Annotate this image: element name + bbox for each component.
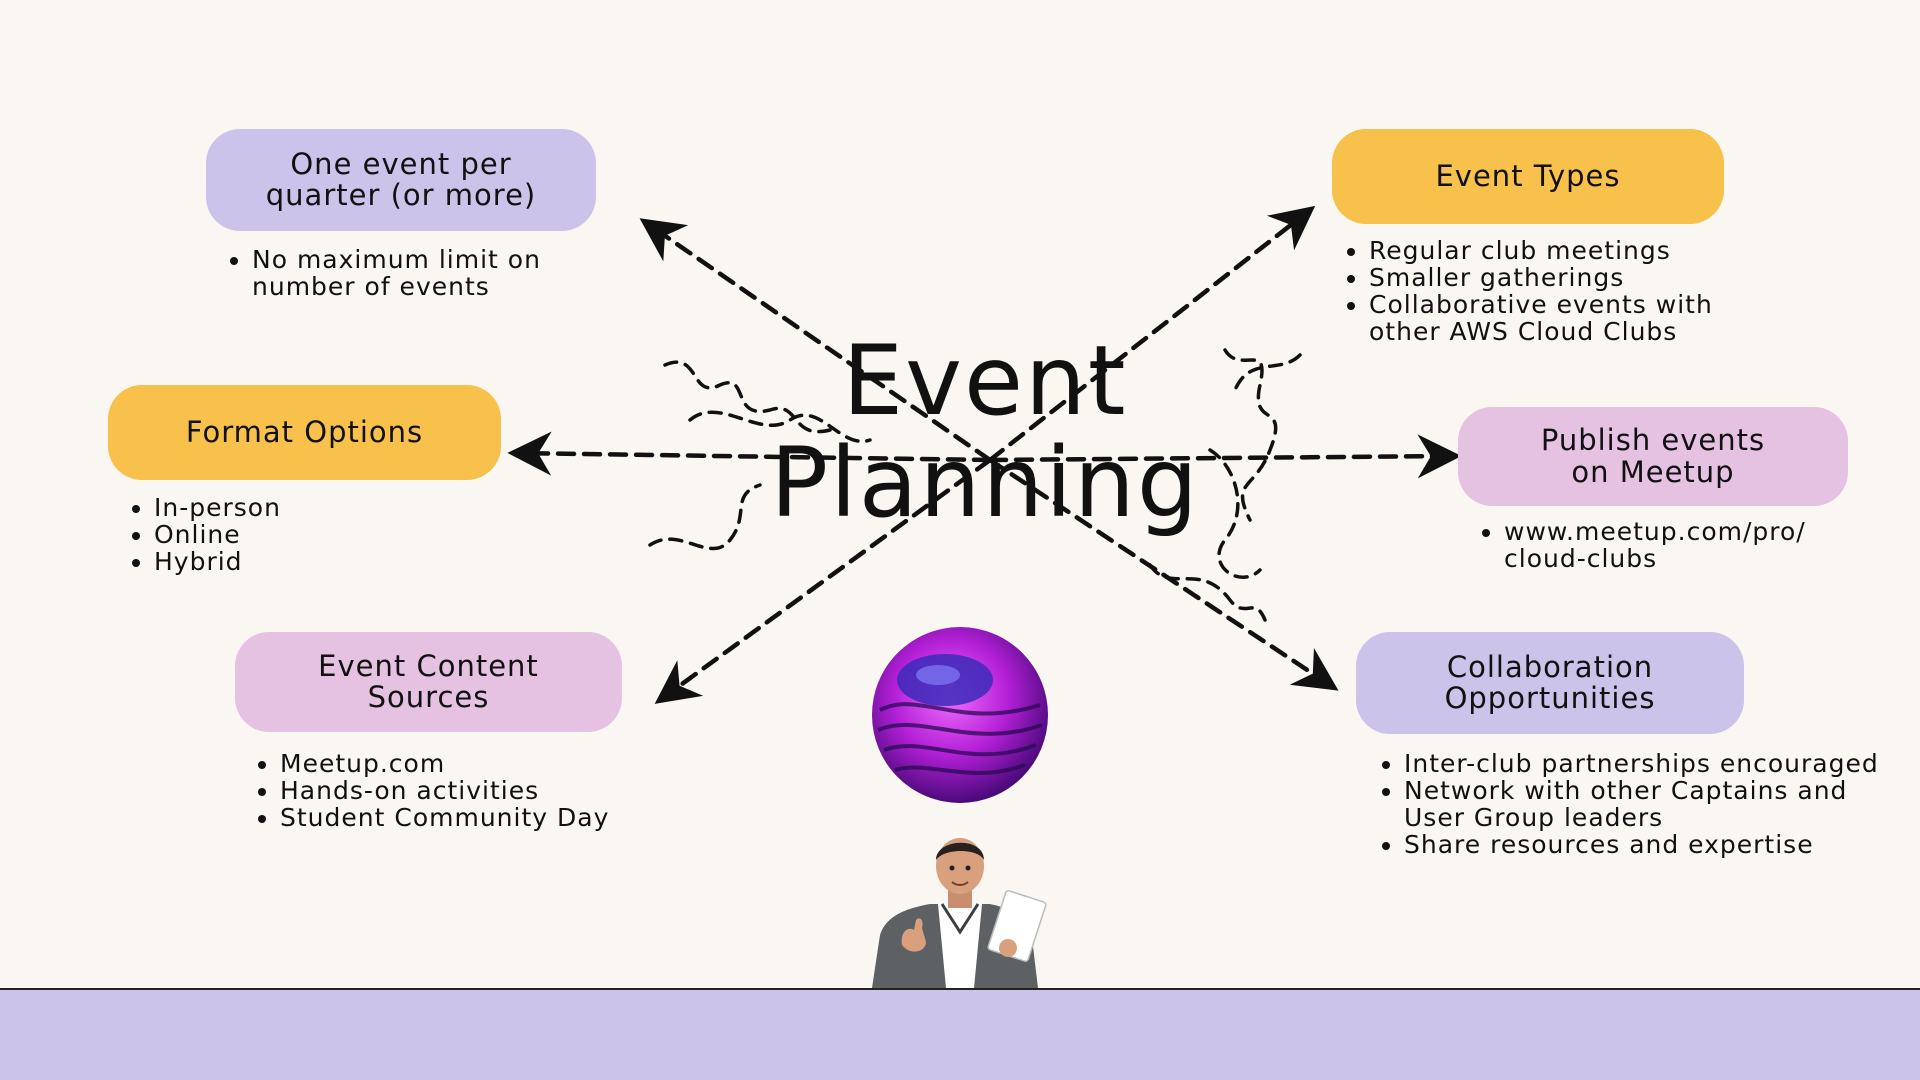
floor-band	[0, 990, 1920, 1080]
list-item: No maximum limit on number of events	[252, 246, 541, 300]
list-item: Smaller gatherings	[1369, 264, 1713, 291]
list-item: Inter-club partnerships encouraged	[1404, 750, 1879, 777]
central-title: Event Planning	[770, 325, 1200, 539]
event-types-bullets: Regular club meetings Smaller gatherings…	[1343, 237, 1713, 345]
list-item: Network with other Captains and User Gro…	[1404, 777, 1879, 831]
floor-line	[0, 988, 1920, 990]
node-content-sources-label: Event Content Sources	[318, 648, 539, 714]
arrow-to-publish	[987, 434, 1462, 479]
arrow-to-content-sources	[654, 457, 993, 704]
scribble-decoration	[648, 348, 1302, 622]
frequency-bullets: No maximum limit on number of events	[226, 246, 541, 300]
list-item: Online	[154, 521, 281, 548]
arrow-to-frequency	[639, 218, 993, 463]
node-event-types-label: Event Types	[1435, 158, 1621, 193]
list-item: Student Community Day	[280, 804, 609, 831]
node-publish-label: Publish events on Meetup	[1540, 423, 1766, 489]
node-content-sources: Event Content Sources	[235, 632, 622, 732]
node-collaboration: Collaboration Opportunities	[1356, 632, 1744, 734]
node-format-options: Format Options	[108, 385, 501, 480]
node-frequency: One event per quarter (or more)	[206, 129, 596, 231]
format-options-bullets: In-person Online Hybrid	[128, 494, 281, 575]
list-item: Share resources and expertise	[1404, 831, 1879, 858]
arrow-to-format-options	[507, 431, 993, 476]
list-item: Regular club meetings	[1369, 237, 1713, 264]
arrow-to-collaboration	[987, 457, 1339, 691]
list-item: Hybrid	[154, 548, 281, 575]
list-item: In-person	[154, 494, 281, 521]
sphere-illustration	[872, 627, 1048, 803]
collaboration-bullets: Inter-club partnerships encouraged Netwo…	[1378, 750, 1879, 858]
presenter-illustration	[872, 838, 1047, 988]
list-item: Collaborative events with other AWS Clou…	[1369, 291, 1713, 345]
node-publish: Publish events on Meetup	[1458, 407, 1848, 506]
list-item: Meetup.com	[280, 750, 609, 777]
node-format-options-label: Format Options	[185, 414, 424, 449]
content-sources-bullets: Meetup.com Hands-on activities Student C…	[254, 750, 609, 831]
list-item: www.meetup.com/pro/ cloud-clubs	[1504, 518, 1806, 572]
node-event-types: Event Types	[1332, 129, 1724, 224]
list-item: Hands-on activities	[280, 777, 609, 804]
node-frequency-label: One event per quarter (or more)	[265, 146, 537, 212]
arrow-to-event-types	[987, 205, 1316, 463]
node-collaboration-label: Collaboration Opportunities	[1444, 649, 1656, 715]
publish-bullets: www.meetup.com/pro/ cloud-clubs	[1478, 518, 1806, 572]
